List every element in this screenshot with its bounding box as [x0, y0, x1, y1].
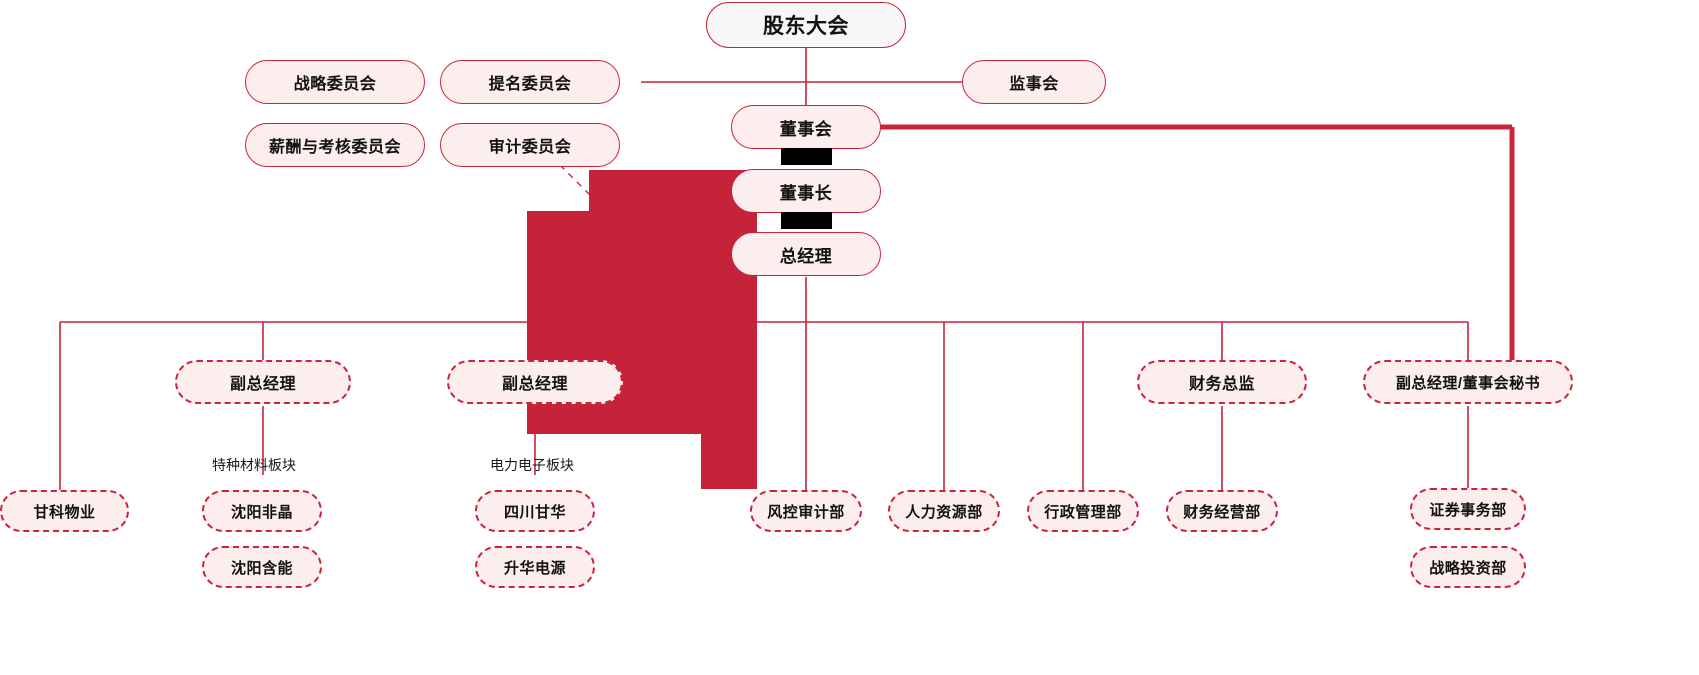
node-label: 监事会 — [1009, 76, 1059, 93]
node-label: 副总经理 — [229, 376, 296, 393]
node-risk-audit-dept[interactable]: 风控审计部 — [750, 490, 862, 532]
node-label: 升华电源 — [503, 559, 566, 577]
segment-label-special-materials: 特种材料板块 — [212, 457, 296, 473]
node-label: 四川甘华 — [503, 503, 566, 521]
node-vice-manager-2[interactable]: 副总经理 — [447, 360, 623, 404]
node-label: 副总经理 — [501, 376, 568, 393]
node-cfo[interactable]: 财务总监 — [1137, 360, 1307, 404]
node-shenyang-energetic[interactable]: 沈阳含能 — [202, 546, 322, 588]
node-label: 风控审计部 — [767, 503, 845, 521]
node-general-manager[interactable]: 总经理 — [731, 232, 881, 276]
node-strategy-committee[interactable]: 战略委员会 — [245, 60, 425, 104]
node-label: 沈阳非晶 — [230, 503, 293, 521]
node-label: 财务总监 — [1188, 376, 1255, 393]
node-shenghua-power[interactable]: 升华电源 — [475, 546, 595, 588]
node-vice-manager-1[interactable]: 副总经理 — [175, 360, 351, 404]
node-label: 甘科物业 — [33, 503, 96, 521]
node-supervisory-board[interactable]: 监事会 — [962, 60, 1106, 104]
node-strategic-investment-dept[interactable]: 战略投资部 — [1410, 546, 1526, 588]
node-label: 副总经理/董事会秘书 — [1395, 374, 1541, 392]
node-administration-dept[interactable]: 行政管理部 — [1027, 490, 1139, 532]
node-ganke-property[interactable]: 甘科物业 — [0, 490, 129, 532]
node-board-of-directors[interactable]: 董事会 — [731, 105, 881, 149]
node-finance-operations-dept[interactable]: 财务经营部 — [1166, 490, 1278, 532]
node-sichuan-ganhua[interactable]: 四川甘华 — [475, 490, 595, 532]
node-shareholders-meeting[interactable]: 股东大会 — [706, 2, 906, 48]
node-audit-committee[interactable]: 审计委员会 — [440, 123, 620, 167]
node-label: 沈阳含能 — [230, 559, 293, 577]
node-compensation-committee[interactable]: 薪酬与考核委员会 — [245, 123, 425, 167]
node-label: 人力资源部 — [905, 503, 983, 521]
node-label: 战略投资部 — [1429, 559, 1507, 577]
node-label: 证券事务部 — [1429, 501, 1507, 519]
node-vice-manager-board-secretary[interactable]: 副总经理/董事会秘书 — [1363, 360, 1573, 404]
node-label: 战略委员会 — [293, 76, 377, 93]
connector-block-board-chairman — [781, 148, 832, 165]
node-label: 股东大会 — [763, 15, 849, 38]
node-hr-dept[interactable]: 人力资源部 — [888, 490, 1000, 532]
segment-label-power-electronics: 电力电子板块 — [490, 457, 574, 473]
node-label: 提名委员会 — [488, 76, 572, 93]
node-label: 薪酬与考核委员会 — [268, 139, 401, 156]
node-label: 董事会 — [779, 119, 833, 139]
node-label: 总经理 — [779, 246, 833, 266]
node-label: 审计委员会 — [488, 139, 572, 156]
node-shenyang-amorphous[interactable]: 沈阳非晶 — [202, 490, 322, 532]
node-label: 财务经营部 — [1183, 503, 1261, 521]
node-securities-affairs-dept[interactable]: 证券事务部 — [1410, 488, 1526, 530]
node-label: 董事长 — [779, 183, 833, 203]
node-chairman[interactable]: 董事长 — [731, 169, 881, 213]
node-nomination-committee[interactable]: 提名委员会 — [440, 60, 620, 104]
node-label: 行政管理部 — [1044, 503, 1122, 521]
connector-block-chairman-gm — [781, 212, 832, 229]
